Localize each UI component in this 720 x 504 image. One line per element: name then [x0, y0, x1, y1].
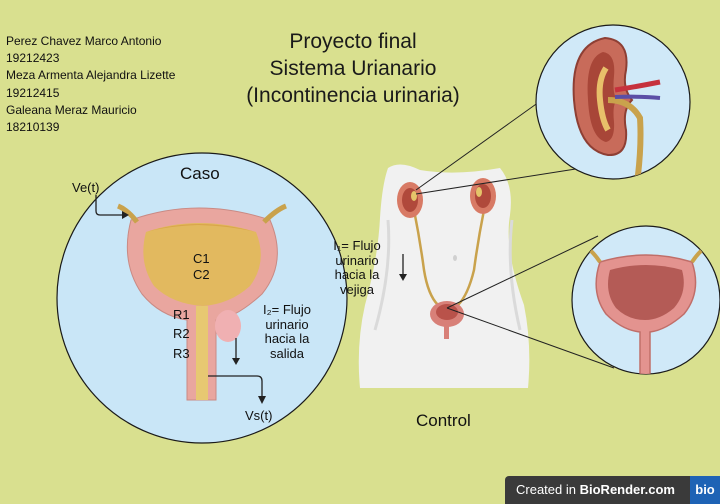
r2-label: R2 [173, 326, 190, 341]
author-1-id: 19212423 [6, 51, 60, 66]
control-label: Control [416, 411, 471, 430]
c2-label: C2 [193, 267, 210, 282]
title-line-2: Sistema Urianario [269, 57, 437, 80]
vs-arrow [208, 375, 263, 398]
navel [453, 255, 457, 261]
title-line-1: Proyecto final [289, 30, 417, 53]
connector-kidney-right [415, 167, 583, 195]
right-kidney [470, 178, 496, 214]
ve-label: Ve(t) [72, 180, 100, 195]
credit-prefix: Created in [516, 482, 576, 497]
credit-text: Created in BioRender.com [516, 482, 675, 497]
right-ureter [457, 209, 486, 306]
author-2-id: 19212415 [6, 85, 60, 100]
title-line-3: (Incontinencia urinaria) [246, 84, 460, 107]
connector-kidney-left [415, 91, 554, 191]
i2-line-1: I₂= Flujo [262, 302, 312, 317]
i1-arrowhead [399, 274, 407, 281]
i1-line-4: vejiga [340, 281, 374, 297]
connector-bladder-bottom [446, 307, 615, 369]
small-bladder [430, 301, 464, 339]
i2-arrowhead [232, 358, 240, 365]
torso-silhouette [358, 164, 530, 388]
ve-arrow [95, 195, 124, 216]
i2-line-4: salida [270, 345, 304, 361]
torso-shading [373, 219, 522, 331]
connector-bladder-top [446, 235, 599, 309]
author-1-name: Perez Chavez Marco Antonio [6, 34, 162, 48]
biorender-logo-icon: bio [690, 476, 720, 504]
c1-label: C1 [193, 251, 210, 266]
kidney-cross-section [572, 36, 661, 179]
author-3-id: 18210139 [6, 120, 60, 135]
authors-block: Perez Chavez Marco Antonio 19212423 Meza… [6, 33, 175, 136]
left-kidney [397, 182, 423, 218]
i1-line-1: I₁= Flujo [333, 238, 381, 253]
vs-arrowhead [258, 396, 266, 404]
author-3-name: Galeana Meraz Mauricio [6, 102, 137, 117]
left-ureter [412, 209, 439, 306]
i1-line-3: hacia la [334, 267, 380, 282]
i1-line-2: urinario [335, 252, 379, 268]
i2-line-2: urinario [265, 316, 309, 332]
diagram-title: Proyecto final Sistema Urianario (Incont… [213, 28, 493, 109]
caso-bladder [116, 203, 287, 401]
author-2-name: Meza Armenta Alejandra Lizette [6, 68, 176, 83]
bladder-cross-section [583, 244, 709, 374]
r1-label: R1 [173, 307, 190, 322]
i2-flow-label: I₂= Flujo urinario hacia la salida [250, 302, 324, 361]
vs-label: Vs(t) [245, 408, 273, 423]
biorender-credit-badge[interactable]: Created in BioRender.com bio [505, 476, 720, 504]
caso-label: Caso [180, 164, 220, 183]
r3-label: R3 [173, 346, 190, 361]
ve-arrowhead [122, 211, 129, 219]
i2-line-3: hacia la [264, 331, 310, 346]
credit-brand: BioRender.com [579, 482, 675, 497]
i1-flow-label: I₁= Flujo urinario hacia la vejiga [320, 238, 394, 297]
